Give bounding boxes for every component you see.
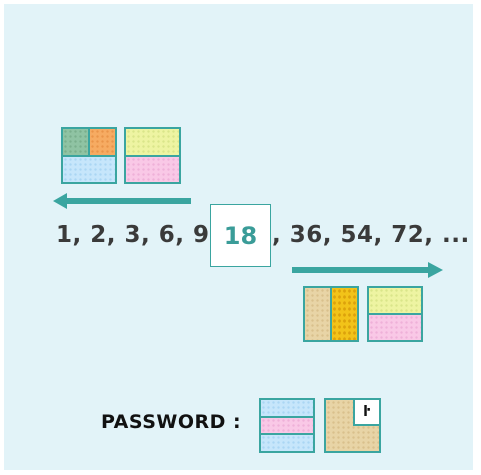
tile-cell-pink bbox=[261, 417, 313, 434]
tile-cell-tan bbox=[305, 288, 330, 340]
sequence-right: , 36, 54, 72, ... bbox=[272, 222, 470, 248]
clue-tile-stripes-2 bbox=[367, 286, 423, 342]
tile-cell-yellow bbox=[126, 129, 179, 155]
arrow-right-icon bbox=[292, 262, 443, 278]
arrow-left-icon bbox=[53, 193, 191, 209]
key-notch-mark: ŀ bbox=[363, 404, 371, 420]
tile-cell-pink bbox=[126, 156, 179, 182]
tile-cell-blue bbox=[63, 156, 115, 182]
sequence-left: 1, 2, 3, 6, 9, bbox=[56, 222, 219, 248]
tile-cell-pink bbox=[369, 315, 421, 340]
password-tile-triple bbox=[259, 398, 315, 453]
tile-cell-gold bbox=[332, 288, 357, 340]
password-tile-key: ŀ bbox=[324, 398, 381, 453]
tile-cell-green bbox=[63, 129, 88, 155]
answer-value: 18 bbox=[223, 221, 258, 250]
tile-cell-orange bbox=[90, 129, 115, 155]
tile-cell-blue bbox=[261, 400, 313, 416]
password-label: PASSWORD : bbox=[101, 411, 242, 433]
tile-cell-blue bbox=[261, 435, 313, 451]
key-notch: ŀ bbox=[353, 400, 379, 426]
clue-tile-stripes bbox=[124, 127, 181, 184]
answer-box[interactable]: 18 bbox=[210, 204, 271, 267]
clue-tile-quad bbox=[61, 127, 117, 184]
clue-tile-columns bbox=[303, 286, 359, 342]
tile-cell-yellow bbox=[369, 288, 421, 313]
